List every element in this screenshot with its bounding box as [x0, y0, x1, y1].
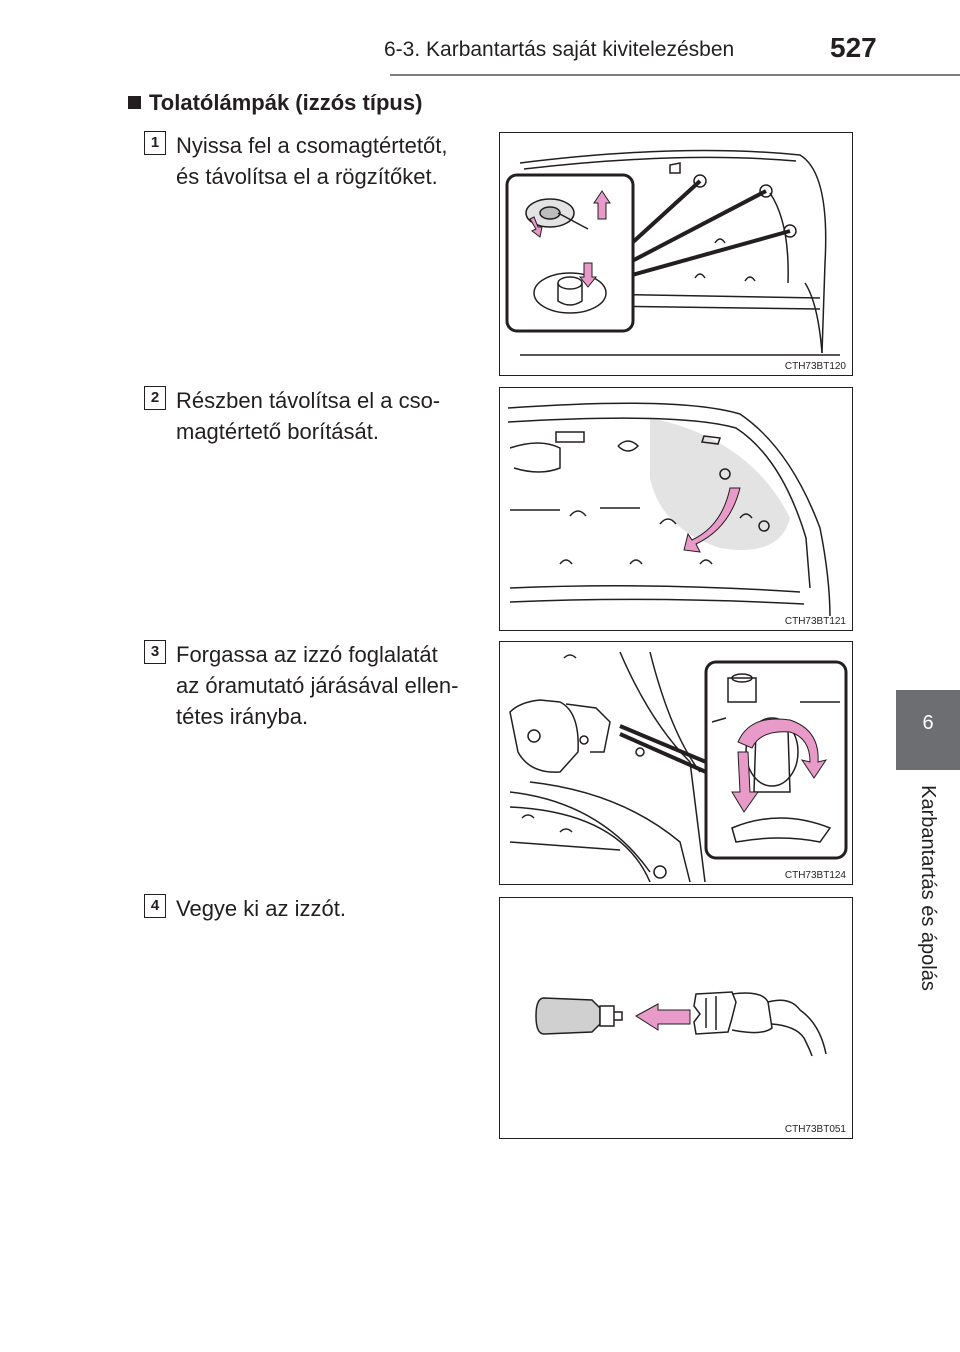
- figure-code-3: CTH73BT124: [782, 870, 848, 881]
- header-divider: [390, 74, 960, 76]
- chapter-tab-label: Karbantartás és ápolás: [917, 785, 939, 991]
- section-title: Tolatólámpák (izzós típus): [128, 90, 422, 116]
- step-3-line-2: az óramutató járásával ellen-: [176, 673, 459, 698]
- chapter-tab-number: 6: [922, 712, 934, 734]
- step-2-line-1: Részben távolítsa el a cso-: [176, 388, 441, 413]
- page-header-title: 6-3. Karbantartás saját kivitelezésben: [384, 38, 735, 61]
- step-badge-3: 3: [144, 640, 166, 664]
- step-text-2: Részben távolítsa el a cso- magtértető b…: [176, 385, 486, 447]
- step-badge-1: 1: [144, 131, 166, 155]
- step-3-line-1: Forgassa az izzó foglalatát: [176, 642, 438, 667]
- bulb-socket-rotation-illustration: [509, 651, 848, 883]
- page-number: 527: [830, 32, 877, 63]
- figure-remove-clips: CTH73BT120: [499, 132, 853, 376]
- chapter-tab: [896, 690, 960, 770]
- step-text-4: Vegye ki az izzót.: [176, 893, 486, 924]
- figure-code-1: CTH73BT120: [782, 361, 848, 372]
- figure-remove-bulb: CTH73BT051: [499, 897, 853, 1139]
- figure-code-2: CTH73BT121: [782, 616, 848, 627]
- step-text-1: Nyissa fel a csomagtértetőt, és távolíts…: [176, 130, 486, 192]
- trunk-lid-clips-illustration: [505, 149, 840, 356]
- chapter-tab-label-box: Karbantartás és ápolás: [896, 770, 960, 1006]
- step-4-line-1: Vegye ki az izzót.: [176, 896, 346, 921]
- section-title-text: Tolatólámpák (izzós típus): [149, 90, 423, 115]
- step-badge-4: 4: [144, 894, 166, 918]
- section-square-icon: [128, 96, 141, 109]
- figure-code-4: CTH73BT051: [782, 1124, 848, 1135]
- step-1-line-1: Nyissa fel a csomagtértetőt,: [176, 133, 448, 158]
- figure-remove-trim: CTH73BT121: [499, 387, 853, 631]
- step-1-line-2: és távolítsa el a rögzítőket.: [176, 164, 438, 189]
- step-2-line-2: magtértető borítását.: [176, 419, 379, 444]
- trunk-trim-illustration: [507, 402, 831, 619]
- step-text-3: Forgassa az izzó foglalatát az óramutató…: [176, 639, 486, 732]
- step-badge-2: 2: [144, 386, 166, 410]
- bulb-removal-illustration: [535, 991, 827, 1057]
- step-3-line-3: tétes irányba.: [176, 704, 309, 729]
- figure-rotate-socket: CTH73BT124: [499, 641, 853, 885]
